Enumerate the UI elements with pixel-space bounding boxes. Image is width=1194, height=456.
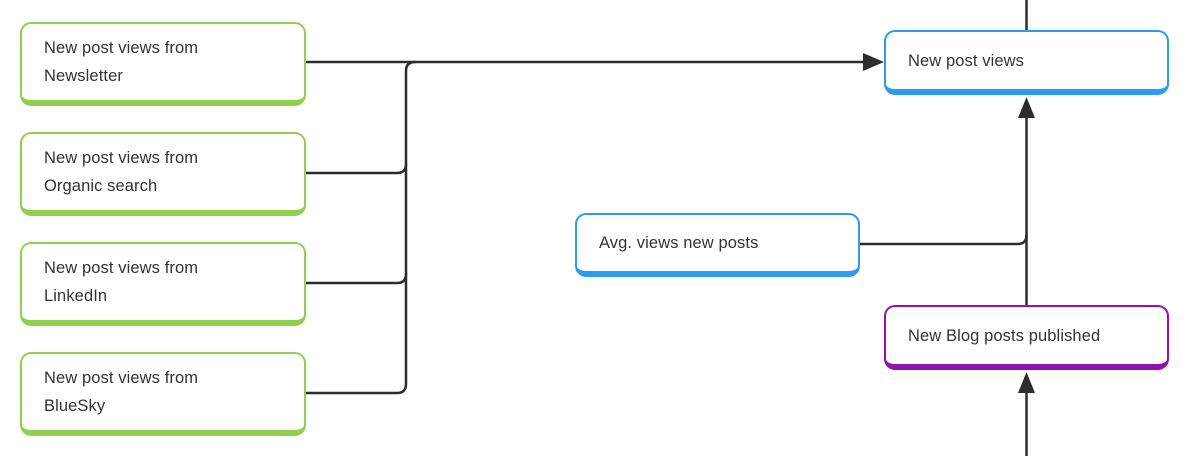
edge-bluesky-trunk[interactable] <box>304 60 417 395</box>
node-new-post-views-from-newsletter[interactable]: New post views from Newsletter <box>20 22 306 106</box>
node-label: LinkedIn <box>44 287 108 305</box>
node-label: BlueSky <box>44 397 106 415</box>
node-label: New Blog posts published <box>908 326 1101 345</box>
edge-organic-search[interactable] <box>304 162 408 175</box>
node-label: Newsletter <box>44 67 123 85</box>
node-label: New post views <box>908 51 1025 70</box>
node-new-post-views-from-organic-search[interactable]: New post views from Organic search <box>20 132 306 216</box>
node-new-post-views[interactable]: New post views <box>884 30 1169 95</box>
node-label: New post views from <box>44 39 199 57</box>
node-label: Avg. views new posts <box>599 234 759 252</box>
arrowhead-into-blog-posts[interactable] <box>1018 372 1035 393</box>
node-label: Organic search <box>44 177 158 195</box>
node-new-blog-posts-published[interactable]: New Blog posts published <box>884 305 1169 370</box>
node-new-post-views-from-linkedin[interactable]: New post views from LinkedIn <box>20 242 306 326</box>
node-new-post-views-from-bluesky[interactable]: New post views from BlueSky <box>20 352 306 436</box>
edge-avg-views-to-new-post-views[interactable] <box>858 233 1028 246</box>
node-avg-views-new-posts[interactable]: Avg. views new posts <box>575 213 860 277</box>
edge-linkedin[interactable] <box>304 272 408 285</box>
arrowhead-into-new-post-views-bottom[interactable] <box>1018 97 1035 118</box>
node-label: New post views from <box>44 369 199 387</box>
node-label: New post views from <box>44 259 199 277</box>
node-label: New post views from <box>44 149 199 167</box>
arrowhead-into-new-post-views-left[interactable] <box>863 53 884 71</box>
